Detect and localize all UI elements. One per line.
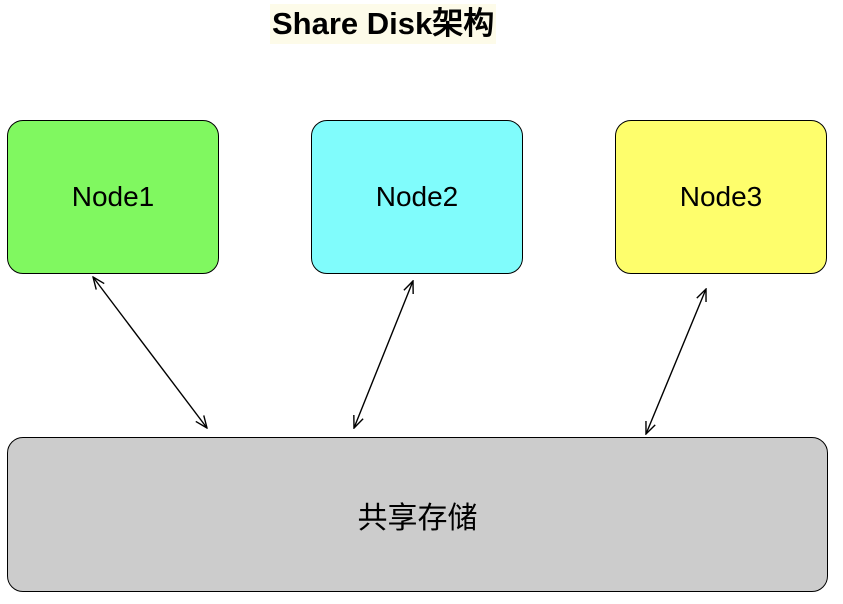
node-3-label: Node3: [679, 181, 763, 212]
shared-storage-box: 共享存储: [7, 437, 828, 592]
node-1-box: Node1: [7, 120, 219, 274]
arrow-node2-storage: [354, 281, 413, 428]
diagram-title: Share Disk架构: [270, 4, 497, 44]
arrow-node1-storage: [93, 277, 207, 428]
shared-storage-label: 共享存储: [357, 500, 478, 536]
node-3-box: Node3: [615, 120, 827, 274]
arrow-node3-storage: [646, 289, 706, 434]
node-1-label: Node1: [71, 181, 155, 212]
node-2-box: Node2: [311, 120, 523, 274]
node-2-label: Node2: [375, 181, 459, 212]
